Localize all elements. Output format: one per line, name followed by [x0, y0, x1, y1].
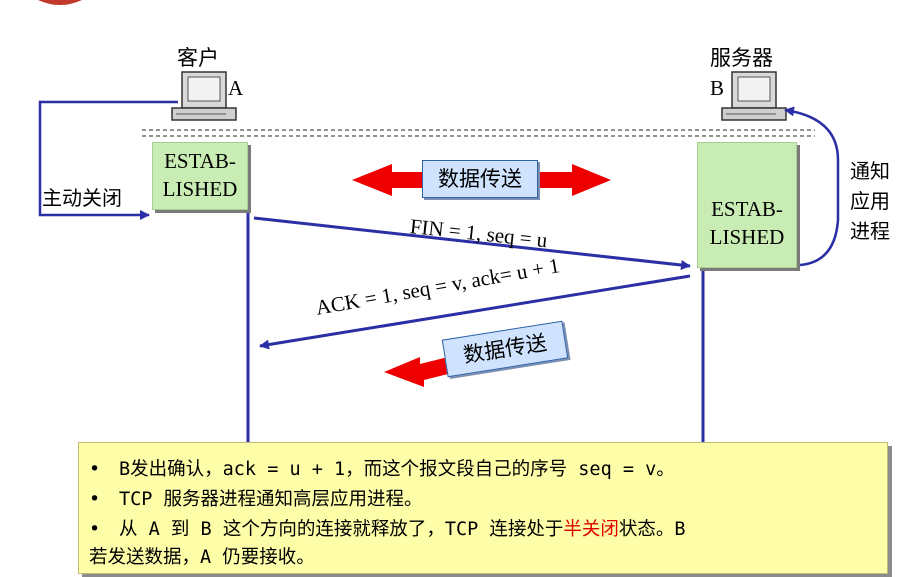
server-state-line: ESTAB- [711, 197, 783, 221]
note-line-4: 若发送数据，A 仍要接收。 [89, 543, 315, 569]
note-text: 从 A 到 B 这个方向的连接就释放了，TCP 连接处于 [119, 519, 564, 540]
server-letter: B [710, 76, 725, 100]
ack-arrow [259, 274, 691, 350]
note-text: TCP 服务器进程通知高层应用进程。 [119, 489, 423, 510]
bullet: • [89, 519, 101, 540]
note-text: 若发送数据，A 仍要接收。 [89, 547, 315, 568]
computer-a-icon [171, 71, 237, 121]
data-transfer-label-top: 数据传送 [422, 160, 538, 198]
client-state-line: LISHED [162, 177, 238, 201]
client-title: 客户 [177, 46, 219, 70]
computer-b-icon [721, 71, 787, 121]
note-line-3: • 从 A 到 B 这个方向的连接就释放了，TCP 连接处于半关闭状态。B [89, 515, 686, 541]
server-title: 服务器 [710, 46, 773, 70]
client-state-line: ESTAB- [164, 149, 236, 173]
notify-app-line: 进程 [850, 219, 890, 243]
active-close-label: 主动关闭 [42, 186, 122, 210]
explanation-note: •B发出确认，ack = u + 1，而这个报文段自己的序号 seq = v。 … [78, 442, 888, 574]
notify-app-label: 通知 应用 进程 [850, 156, 890, 246]
note-line-1: • B发出确认，ack = u + 1，而这个报文段自己的序号 seq = v。 [89, 455, 675, 481]
data-transfer-left-arrow [384, 356, 456, 387]
server-state-box: ESTAB- LISHED [697, 142, 797, 268]
notify-app-arrow [784, 106, 840, 267]
half-close-highlight: 半关闭 [563, 519, 619, 540]
note-line-2: • TCP 服务器进程通知高层应用进程。 [89, 485, 423, 511]
active-close-arrow [38, 100, 178, 220]
client-state-box: ESTAB- LISHED [152, 142, 248, 210]
notify-app-line: 应用 [850, 189, 890, 213]
bullet: • [89, 489, 101, 510]
notify-app-line: 通知 [850, 159, 890, 183]
bullet: • [89, 459, 101, 480]
corner-decoration [38, 0, 82, 5]
client-letter: A [228, 76, 244, 100]
server-state-line: LISHED [709, 225, 785, 249]
note-text: B发出确认，ack = u + 1，而这个报文段自己的序号 seq = v。 [119, 459, 675, 480]
note-text: 状态。B [618, 519, 686, 540]
fin-arrow [253, 216, 691, 270]
